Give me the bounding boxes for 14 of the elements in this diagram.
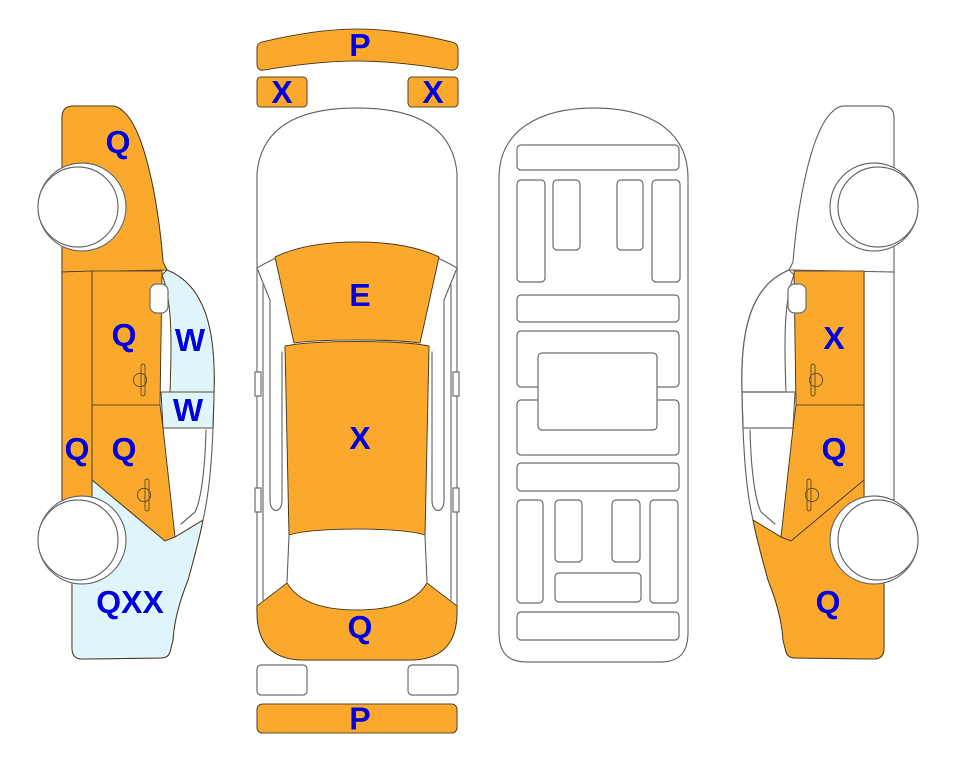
- lamp-panel: X: [256, 76, 308, 108]
- bumper-panel: P: [256, 703, 458, 734]
- bumper-panel: P: [256, 28, 459, 71]
- roof-panel: X: [284, 340, 430, 536]
- door-panel: Q: [780, 404, 865, 542]
- door-panel: Q: [91, 270, 163, 406]
- window-panel: W: [160, 391, 215, 429]
- windshield-panel: E: [274, 241, 440, 344]
- lamp-panel: [407, 664, 459, 696]
- lamp-panel: [256, 664, 308, 696]
- sill-panel: Q: [61, 270, 93, 501]
- lamp-panel: X: [407, 76, 459, 108]
- trunk-panel: Q: [256, 582, 458, 661]
- door-panel: X: [793, 270, 865, 406]
